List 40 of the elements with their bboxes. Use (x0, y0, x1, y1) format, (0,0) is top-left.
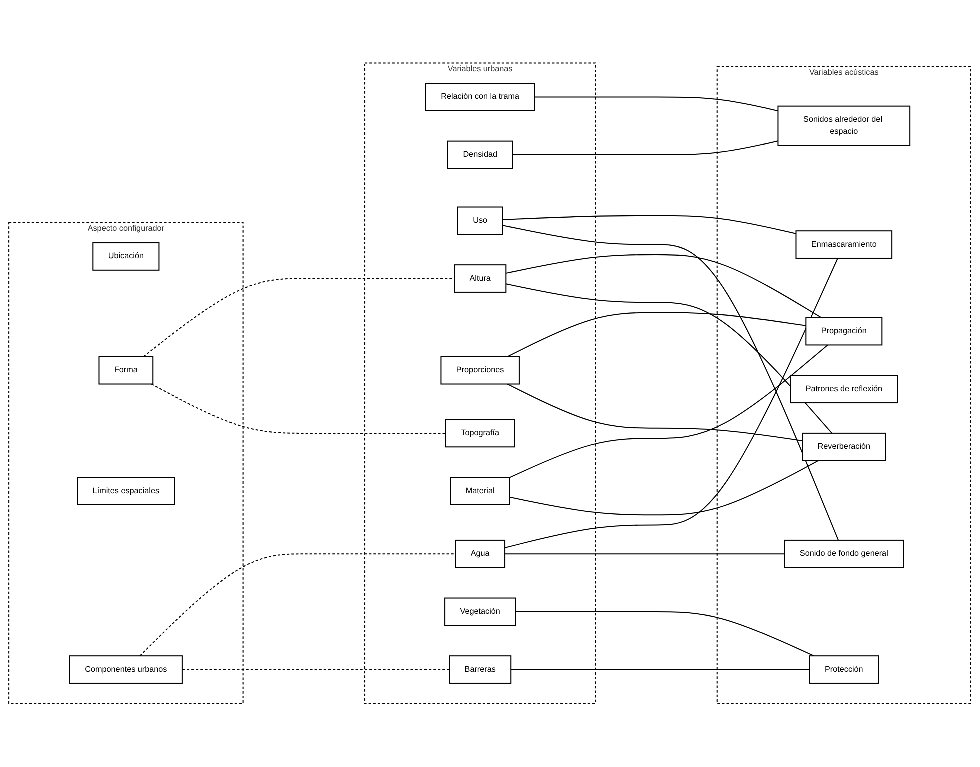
connector (507, 312, 806, 358)
connector (505, 554, 785, 555)
node-box (806, 317, 883, 346)
connector (534, 96, 778, 112)
node-box (449, 656, 512, 684)
node-box (440, 356, 520, 385)
cluster (364, 62, 596, 704)
node-box (444, 598, 516, 626)
node-box (790, 375, 898, 404)
connector (506, 284, 833, 434)
node-box (450, 477, 510, 506)
connector (512, 140, 778, 156)
node-box (778, 106, 911, 146)
connector (510, 344, 828, 478)
connector (511, 669, 810, 670)
node-box (784, 540, 904, 568)
connector (516, 611, 814, 657)
connector (143, 278, 455, 358)
cluster (716, 66, 972, 704)
connector (502, 215, 796, 234)
connector (151, 384, 446, 434)
node-box (455, 540, 506, 568)
node-box (796, 230, 893, 259)
connector (140, 554, 456, 656)
node-box (447, 140, 514, 170)
cluster (8, 222, 244, 704)
node-box (454, 264, 507, 293)
connector (510, 460, 819, 516)
connector (506, 254, 822, 318)
node-box (425, 83, 536, 112)
node-box (809, 656, 880, 684)
connector (507, 384, 803, 442)
node-box (77, 477, 176, 506)
node-box (445, 419, 516, 448)
node-box (802, 432, 886, 462)
connector (182, 669, 450, 670)
node-box (457, 206, 504, 236)
node-box (69, 656, 183, 684)
node-box (98, 356, 154, 385)
node-box (92, 242, 160, 271)
